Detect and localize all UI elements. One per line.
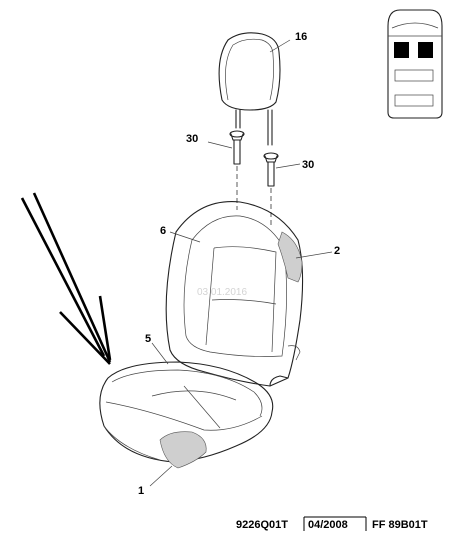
cushion-cover-panel bbox=[159, 431, 207, 469]
locator-seat-right bbox=[418, 42, 433, 58]
vehicle-locator-icon bbox=[387, 9, 443, 119]
locator-seat-left bbox=[394, 42, 409, 58]
headrest-guide-left bbox=[229, 130, 245, 165]
footer-ref-left: 9226Q01T bbox=[236, 519, 288, 531]
callout-backrest-cover-panel: 2 bbox=[334, 245, 340, 257]
headrest bbox=[218, 32, 281, 146]
headrest-guide-right bbox=[263, 152, 279, 187]
footer-reference: 9226Q01T 04/2008 FF 89B01T bbox=[236, 516, 428, 531]
callout-cushion: 5 bbox=[145, 333, 151, 345]
callout-guide-right: 30 bbox=[302, 159, 314, 171]
footer-date: 04/2008 bbox=[308, 519, 348, 531]
watermark: 03.01.2016 bbox=[197, 287, 247, 298]
pointer-arrows bbox=[20, 192, 112, 365]
callout-cushion-cover-panel: 1 bbox=[138, 485, 144, 497]
callout-guide-left: 30 bbox=[186, 133, 198, 145]
backrest-cover-panel bbox=[277, 231, 303, 283]
cushion bbox=[99, 361, 274, 469]
footer-ref-right: FF 89B01T bbox=[372, 519, 428, 531]
leader-lines bbox=[149, 39, 333, 487]
callout-headrest: 16 bbox=[295, 31, 307, 43]
backrest bbox=[165, 201, 304, 387]
callout-backrest: 6 bbox=[160, 225, 166, 237]
